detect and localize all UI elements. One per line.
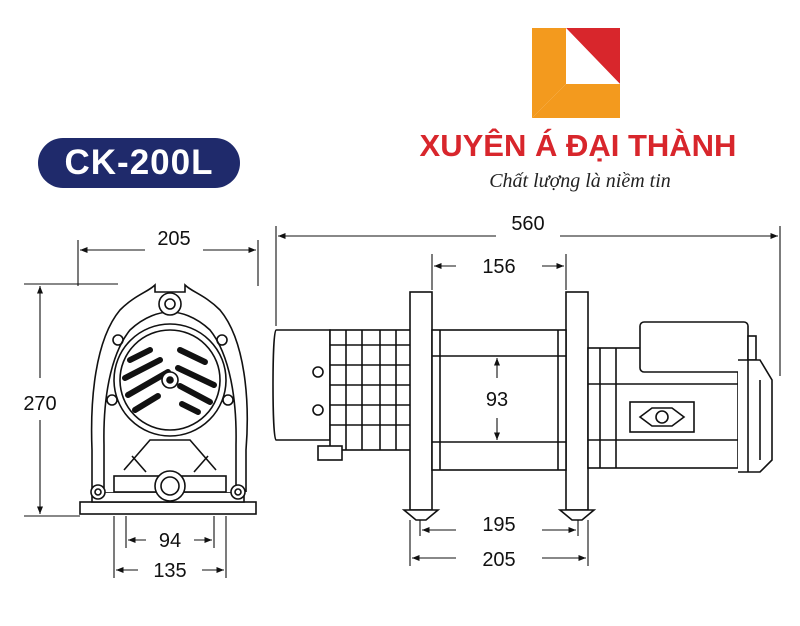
dim-frame-outer: 205 — [482, 549, 515, 571]
dim-front-height: 270 — [23, 393, 56, 415]
dim-base-outer: 135 — [153, 560, 186, 582]
dim-overall-length: 560 — [511, 213, 544, 235]
brand-slogan: Chất lượng là niềm tin — [489, 170, 671, 192]
side-view — [272, 291, 773, 521]
brand-name: XUYÊN Á ĐẠI THÀNH — [419, 128, 737, 163]
brand-logo — [532, 28, 620, 118]
model-badge: CK-200L — [38, 138, 240, 188]
front-view — [79, 283, 257, 515]
dim-flange-span: 156 — [482, 256, 515, 278]
dim-front-width: 205 — [157, 228, 190, 250]
dim-frame-inner: 195 — [482, 514, 515, 536]
dim-base-inner: 94 — [159, 530, 181, 552]
dim-drum-diameter: 93 — [486, 389, 508, 411]
